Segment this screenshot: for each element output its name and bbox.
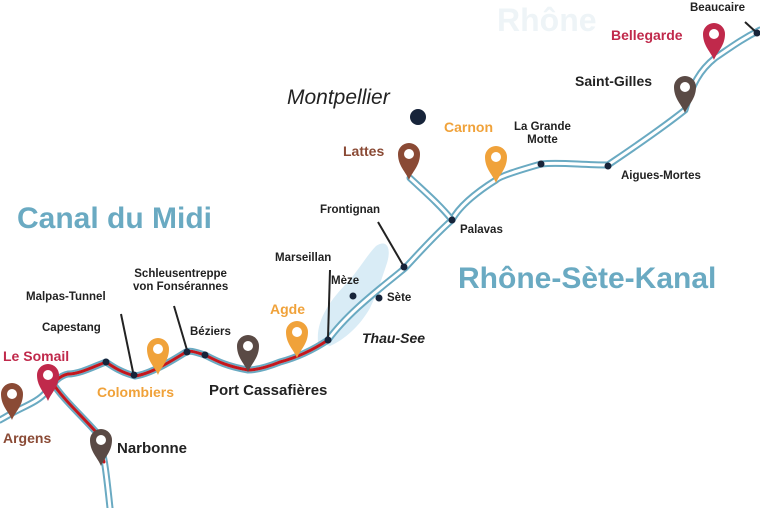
lattes-branch-inner (408, 176, 454, 222)
map-pin-icon (703, 23, 725, 60)
label-frontignan: Frontignan (320, 204, 381, 216)
map-pin-icon (37, 364, 59, 401)
waypoint-beziers (201, 351, 209, 359)
montpellier-dot (410, 109, 426, 125)
waypoint-palavas (448, 216, 456, 224)
map-pin-icon (398, 143, 420, 180)
map-pin-icon (90, 429, 112, 466)
waypoint-aigues-mortes (604, 162, 612, 170)
waypoint-sete (375, 294, 383, 302)
label-bellegarde: Bellegarde (611, 27, 683, 43)
waypoint-frontignan (400, 263, 408, 271)
map-pin-icon (147, 338, 169, 375)
label-palavas: Palavas (460, 224, 503, 236)
label-montpellier: Montpellier (287, 86, 390, 109)
label-beziers: Béziers (190, 326, 231, 338)
waypoint-marseillan (324, 336, 332, 344)
map-pins (1, 23, 725, 466)
label-schleusentreppe: Schleusentreppe von Fonsérannes (133, 268, 229, 294)
waypoint-la-grande-motte (537, 160, 545, 168)
label-lattes: Lattes (343, 143, 385, 159)
waypoint-schleusentreppe (183, 348, 191, 356)
label-sete: Sète (387, 292, 412, 304)
label-narbonne: Narbonne (117, 440, 188, 457)
label-colombiers: Colombiers (97, 384, 175, 400)
label-le-somail: Le Somail (3, 348, 70, 364)
label-agde: Agde (270, 301, 305, 317)
map-pin-icon (237, 335, 259, 372)
map-pin-icon (286, 321, 308, 358)
map-pin-icon (485, 146, 507, 183)
waypoint-beaucaire (753, 29, 760, 37)
label-aigues-mortes: Aigues-Mortes (621, 170, 701, 182)
waypoint-meze (349, 292, 357, 300)
waypoint-capestang (102, 358, 110, 366)
label-carnon: Carnon (444, 119, 493, 135)
leader-frontignan (377, 221, 404, 266)
label-capestang: Capestang (42, 322, 101, 334)
label-beaucaire: Beaucaire (690, 2, 745, 14)
label-saint-gilles: Saint-Gilles (575, 73, 653, 89)
leader-marseillan (327, 269, 331, 339)
leader-malpas (120, 313, 134, 373)
label-marseillan: Marseillan (275, 252, 332, 264)
region-canal-du-midi: Canal du Midi (17, 202, 212, 235)
label-malpas-tunnel: Malpas-Tunnel (26, 291, 106, 303)
label-port-cassafieres: Port Cassafières (209, 382, 328, 399)
label-la-grande-motte: La Grande Motte (514, 121, 571, 147)
map-pin-icon (1, 383, 23, 420)
region-rhone-sete-kanal: Rhône-Sète-Kanal (458, 262, 717, 295)
label-meze: Mèze (331, 275, 360, 287)
rhone-watermark: Rhône (497, 2, 597, 38)
waypoint-malpas (130, 371, 138, 379)
map-pin-icon (674, 76, 696, 113)
leader-schleusentreppe (173, 305, 188, 351)
label-thau-see: Thau-See (362, 330, 426, 346)
label-argens: Argens (3, 430, 52, 446)
